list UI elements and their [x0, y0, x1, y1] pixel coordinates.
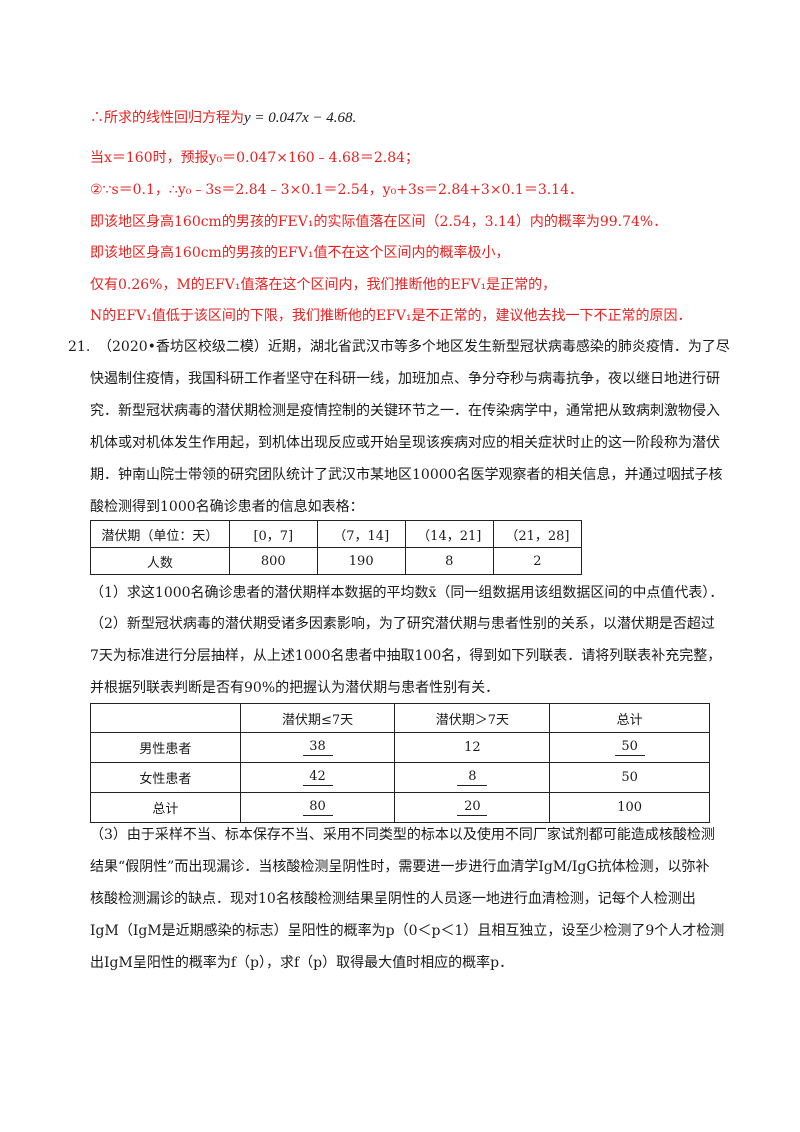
table-header-cell: （14，21]	[404, 520, 494, 548]
table-cell: 190	[316, 547, 406, 575]
incubation-table: 潜伏期（单位：天） [0，7] （7，14] （14，21] （21，28] 人…	[90, 520, 583, 575]
table-cell: 2	[492, 547, 583, 575]
table-header-cell: 总计	[549, 703, 710, 733]
problem-intro-line-3: 究．新型冠状病毒的潜伏期检测是疫情控制的关键环节之一．在传染病学中，通常把从致病…	[90, 403, 720, 419]
solution-line-5: 即该地区身高160cm的男孩的EFV₁值不在这个区间内的概率极小，	[90, 245, 510, 261]
solution-line-1-prefix: ∴所求的线性回归方程为	[90, 110, 244, 126]
table-header-cell	[90, 703, 241, 733]
question-3-line-2: 结果“假阴性”而出现漏诊．当核酸检测呈阴性时，需要进一步进行血清学IgM/IgG…	[90, 859, 710, 875]
table-cell: 800	[228, 547, 318, 575]
solution-line-2: 当x＝160时，预报y₀＝0.047×160﹣4.68＝2.84；	[90, 150, 420, 166]
question-3-line-3: 核酸检测漏诊的缺点．现对10名核酸检测结果呈阴性的人员逐一地进行血清检测，记每个…	[90, 891, 696, 907]
table-cell: 人数	[90, 547, 230, 575]
filled-blank: 42	[302, 769, 333, 786]
question-2-line-1: （2）新型冠状病毒的潜伏期受诸多因素影响，为了研究潜伏期与患者性别的关系，以潜伏…	[90, 616, 715, 632]
table-row-label: 男性患者	[90, 732, 241, 763]
table-header-cell: （21，28]	[492, 520, 583, 548]
table-header-cell: 潜伏期＞7天	[394, 703, 551, 733]
filled-blank: 20	[457, 799, 488, 816]
solution-line-7: N的EFV₁值低于该区间的下限，我们推断他的EFV₁是不正常的，建议他去找一下不…	[90, 308, 692, 324]
regression-equation: y = 0.047x − 4.68.	[244, 110, 357, 126]
table-header-cell: [0，7]	[228, 520, 318, 548]
problem-intro-line-6: 酸检测得到1000名确诊患者的信息如表格：	[90, 499, 364, 515]
question-3-line-1: （3）由于采样不当、标本保存不当、采用不同类型的标本以及使用不同厂家试剂都可能造…	[90, 827, 715, 843]
filled-blank: 80	[302, 799, 333, 816]
table-row: 总计 80 20 100	[90, 792, 710, 823]
table-row: 潜伏期≤7天 潜伏期＞7天 总计	[90, 703, 710, 733]
solution-line-3: ②∵s＝0.1，∴y₀﹣3s＝2.84﹣3×0.1＝2.54，y₀+3s＝2.8…	[90, 182, 583, 198]
filled-blank: 8	[457, 769, 488, 786]
problem-intro-line-4: 机体或对机体发生作用起，到机体出现反应或开始呈现该疾病对应的相关症状时止的这一阶…	[90, 435, 720, 451]
table-header-cell: （7，14]	[316, 520, 406, 548]
table-cell: 20	[394, 792, 551, 823]
table-cell: 38	[239, 732, 396, 763]
table-cell: 50	[549, 762, 710, 793]
solution-line-1: ∴所求的线性回归方程为y = 0.047x − 4.68.	[90, 108, 356, 128]
filled-blank: 38	[302, 739, 333, 756]
problem-intro-line-1: （2020•香坊区校级二模）近期，湖北省武汉市等多个地区发生新型冠状病毒感染的肺…	[98, 339, 730, 355]
table-cell: 100	[549, 792, 710, 823]
filled-blank: 50	[614, 739, 645, 756]
question-1: （1）求这1000名确诊患者的潜伏期样本数据的平均数x̄（同一组数据用该组数据区…	[90, 585, 724, 601]
question-2-line-3: 并根据列联表判断是否有90%的把握认为潜伏期与患者性别有关．	[90, 680, 500, 696]
question-2-line-2: 7天为标准进行分层抽样，从上述1000名患者中抽取100名，得到如下列联表．请将…	[90, 648, 722, 664]
table-row-label: 总计	[90, 792, 241, 823]
table-header-cell: 潜伏期（单位：天）	[90, 520, 230, 548]
question-3-line-4: IgM（IgM是近期感染的标志）呈阳性的概率为p（0＜p＜1）且相互独立，设至少…	[90, 923, 725, 939]
solution-line-6: 仅有0.26%，M的EFV₁值落在这个区间内，我们推断他的EFV₁是正常的，	[90, 277, 557, 293]
solution-line-4: 即该地区身高160cm的男孩的FEV₁的实际值落在区间（2.54，3.14）内的…	[90, 214, 668, 230]
table-cell: 50	[549, 732, 710, 763]
problem-number: 21.	[68, 339, 91, 355]
table-row: 人数 800 190 8 2	[90, 547, 583, 575]
table-cell: 42	[239, 762, 396, 793]
table-cell: 80	[239, 792, 396, 823]
table-row: 男性患者 38 12 50	[90, 732, 710, 763]
problem-intro-line-2: 快遏制住疫情，我国科研工作者坚守在科研一线，加班加点、争分夺秒与病毒抗争，夜以继…	[90, 371, 720, 387]
problem-intro-line-5: 期．钟南山院士带领的研究团队统计了武汉市某地区10000名医学观察者的相关信息，…	[90, 467, 723, 483]
table-row: 潜伏期（单位：天） [0，7] （7，14] （14，21] （21，28]	[90, 520, 583, 548]
table-cell: 8	[394, 762, 551, 793]
table-cell: 12	[394, 732, 551, 763]
contingency-table: 潜伏期≤7天 潜伏期＞7天 总计 男性患者 38 12 50 女性患者 42 8…	[90, 703, 710, 823]
table-header-cell: 潜伏期≤7天	[239, 703, 396, 733]
table-cell: 8	[404, 547, 494, 575]
table-row-label: 女性患者	[90, 762, 241, 793]
question-3-line-5: 出IgM呈阳性的概率为f（p），求f（p）取得最大值时相应的概率p．	[90, 955, 514, 971]
table-row: 女性患者 42 8 50	[90, 762, 710, 793]
